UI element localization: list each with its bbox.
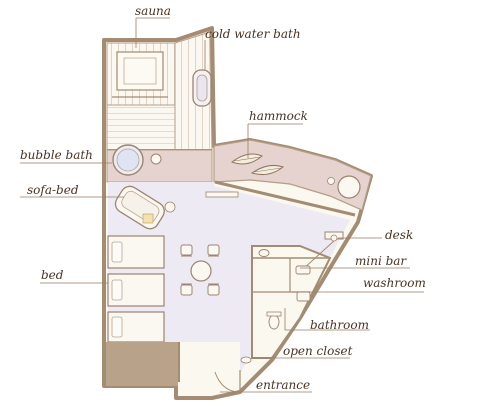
hammock-2 [250, 165, 285, 175]
label-mini-bar: mini bar [355, 254, 407, 268]
label-bubble-bath: bubble bath [20, 148, 93, 162]
living-room-floor [108, 182, 350, 382]
label-washroom: washroom [363, 276, 426, 290]
dining-set [180, 244, 220, 296]
service-block [251, 239, 336, 359]
cold-water-bath-tub [192, 69, 212, 107]
bubble-bath-deck [106, 144, 213, 183]
label-desk: desk [385, 228, 414, 242]
leader-hammock [247, 123, 303, 158]
beds [106, 235, 178, 386]
label-open-closet: open closet [283, 344, 353, 358]
label-sofa-bed: sofa-bed [27, 183, 79, 197]
label-entrance: entrance [256, 378, 311, 392]
label-sauna: sauna [135, 4, 171, 18]
leader-sauna [135, 17, 170, 48]
label-bed: bed [41, 268, 64, 282]
sauna-zone [106, 42, 176, 106]
hammock-1 [230, 153, 263, 165]
label-hammock: hammock [249, 109, 308, 123]
sofa-bed-furniture [114, 185, 239, 230]
leader-bathroom [284, 308, 370, 331]
terrace-table [327, 175, 361, 199]
label-bathroom: bathroom [310, 318, 369, 332]
label-leader-lines [20, 17, 424, 393]
desk-furniture [324, 231, 344, 242]
label-cold-water-bath: cold water bath [205, 27, 301, 41]
